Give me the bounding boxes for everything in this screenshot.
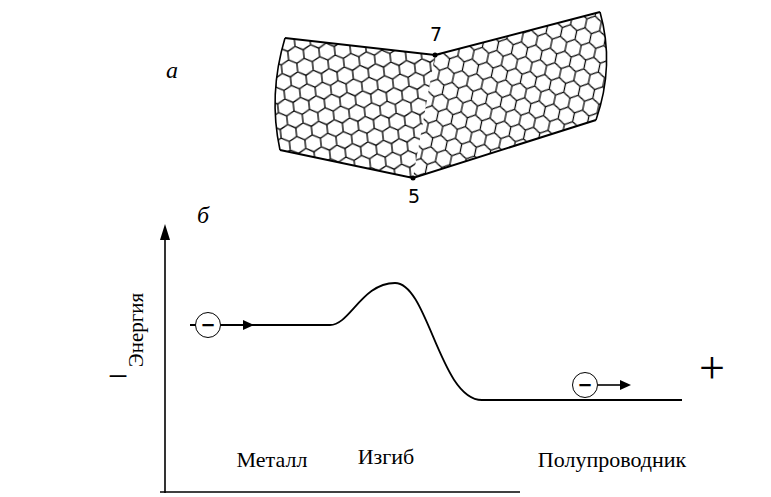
tube-bottom-edge (280, 120, 596, 178)
polarity-sign: − (108, 358, 128, 394)
motion-arrow (221, 324, 246, 326)
tube-left-half (275, 38, 435, 178)
motion-arrowhead (620, 380, 631, 390)
nanotube (275, 12, 607, 181)
tube-right-end (596, 12, 607, 120)
region-label: Металл (237, 449, 308, 471)
region-label: Изгиб (358, 446, 415, 468)
energy-curve (190, 283, 682, 400)
panel-letter: б (197, 203, 209, 227)
heptagon-dot (433, 53, 438, 58)
region-label: Полупроводник (538, 449, 686, 471)
tube-left-end (275, 38, 285, 150)
axis-arrowhead (160, 224, 170, 240)
callout-number: 7 (430, 25, 442, 44)
charge-sign: − (577, 376, 592, 394)
electron-circle: − (572, 372, 598, 398)
motion-arrowhead (243, 320, 254, 330)
polarity-sign: + (699, 345, 725, 391)
pentagon-dot (411, 176, 416, 181)
callout-number: 5 (408, 187, 420, 206)
tube-right-half (413, 12, 607, 178)
electron-circle: − (195, 312, 221, 338)
energy-axis (164, 236, 166, 493)
axis-label: Энергия (126, 293, 147, 367)
tube-top-edge (285, 12, 600, 55)
base-line (160, 491, 520, 493)
panel-letter: а (166, 58, 178, 82)
charge-sign: − (200, 316, 215, 334)
motion-arrow (598, 384, 623, 386)
